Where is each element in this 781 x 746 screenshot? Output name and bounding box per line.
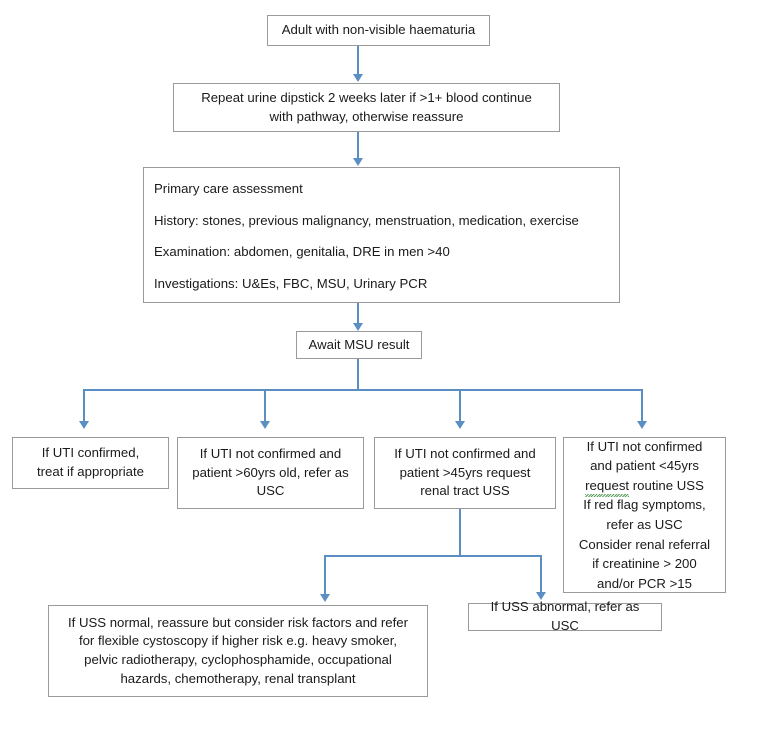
- branch-under45-line8: and/or PCR >15: [597, 575, 692, 591]
- connector-over45-stem: [459, 509, 461, 556]
- branch-uti-confirmed-label: If UTI confirmed, treat if appropriate: [36, 445, 145, 479]
- node-start-label: Adult with non-visible haematuria: [281, 22, 476, 38]
- branch-under45-line1: If UTI not confirmed: [586, 438, 703, 454]
- connector-drop-uss-normal: [324, 555, 326, 595]
- branch-over60-label: If UTI not confirmed and patient >60yrs …: [192, 445, 349, 499]
- branch-under45-line6: Consider renal referral: [578, 536, 711, 552]
- branch-over45-label: If UTI not confirmed and patient >45yrs …: [394, 445, 536, 499]
- primary-care-investigations: Investigations: U&Es, FBC, MSU, Urinary …: [154, 276, 428, 292]
- connector-uss-split-bar: [324, 555, 542, 557]
- connector-distributor-bar: [83, 389, 643, 391]
- node-uss-normal[interactable]: If USS normal, reassure but consider ris…: [48, 605, 428, 697]
- node-uss-abnormal[interactable]: If USS abnormal, refer as USC: [468, 599, 662, 633]
- arrowhead-uss-normal: [320, 594, 330, 602]
- node-await-msu-label: Await MSU result: [308, 336, 410, 352]
- branch-under45-line4: If red flag symptoms,: [583, 497, 706, 513]
- arrowhead-start-to-repeat: [353, 74, 363, 82]
- arrowhead-branch-2: [260, 421, 270, 429]
- node-branch-over60[interactable]: If UTI not confirmed and patient >60yrs …: [177, 437, 364, 509]
- node-uss-normal-label: If USS normal, reassure but consider ris…: [67, 614, 409, 686]
- arrowhead-branch-1: [79, 421, 89, 429]
- connector-drop-branch-3: [459, 389, 461, 422]
- branch-under45-line2: and patient <45yrs: [590, 458, 699, 474]
- connector-await-stem: [357, 359, 359, 390]
- connector-drop-branch-4: [641, 389, 643, 422]
- connector-start-to-repeat: [357, 46, 359, 75]
- arrowhead-primary-to-await: [353, 323, 363, 331]
- connector-primary-to-await: [357, 303, 359, 324]
- node-start[interactable]: Adult with non-visible haematuria: [267, 15, 490, 46]
- primary-care-heading: Primary care assessment: [154, 181, 303, 196]
- node-await-msu-result[interactable]: Await MSU result: [296, 331, 422, 359]
- branch-under45-line3: request routine USS: [564, 476, 725, 497]
- branch-under45-line5: refer as USC: [606, 517, 683, 532]
- connector-drop-branch-2: [264, 389, 266, 422]
- node-repeat-dipstick-label: Repeat urine dipstick 2 weeks later if >…: [201, 89, 532, 124]
- spellcheck-flagged-word: request: [585, 476, 630, 497]
- branch-under45-line7: if creatinine > 200: [592, 556, 697, 572]
- arrowhead-uss-abnormal: [536, 592, 546, 600]
- branch-under45-line3-rest: routine USS: [629, 477, 704, 493]
- arrowhead-branch-4: [637, 421, 647, 429]
- node-primary-care-assessment[interactable]: Primary care assessment History: stones,…: [143, 167, 620, 303]
- node-uss-abnormal-label: If USS abnormal, refer as USC: [490, 599, 640, 633]
- node-branch-under45[interactable]: If UTI not confirmed and patient <45yrs …: [563, 437, 726, 593]
- connector-drop-branch-1: [83, 389, 85, 422]
- arrowhead-branch-3: [455, 421, 465, 429]
- connector-drop-uss-abnormal: [540, 555, 542, 594]
- connector-repeat-to-primary: [357, 132, 359, 159]
- node-branch-over45[interactable]: If UTI not confirmed and patient >45yrs …: [374, 437, 556, 509]
- primary-care-examination: Examination: abdomen, genitalia, DRE in …: [154, 244, 450, 260]
- node-branch-uti-confirmed[interactable]: If UTI confirmed, treat if appropriate: [12, 437, 169, 489]
- node-repeat-dipstick[interactable]: Repeat urine dipstick 2 weeks later if >…: [173, 83, 560, 132]
- primary-care-history: History: stones, previous malignancy, me…: [154, 212, 579, 228]
- arrowhead-repeat-to-primary: [353, 158, 363, 166]
